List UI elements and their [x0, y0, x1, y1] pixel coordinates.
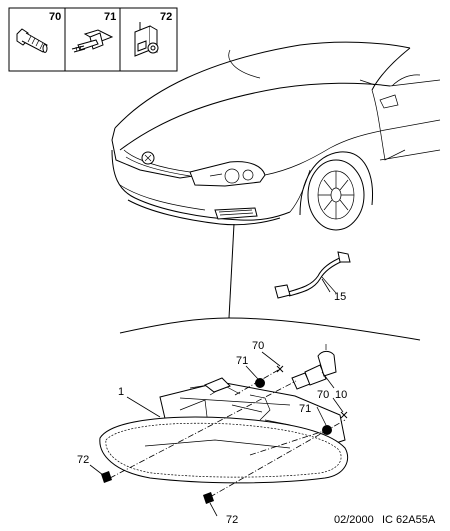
legend-ref-70: 70	[49, 11, 61, 23]
parts-legend-box: 70 71 72	[8, 7, 178, 72]
footer-code: IC 62A55A	[382, 514, 436, 526]
callout-72: 72	[226, 514, 238, 526]
front-face	[111, 127, 201, 179]
fog-lamp-aperture	[214, 207, 258, 220]
detail-leader-line	[228, 223, 235, 319]
front-wheel	[307, 159, 365, 231]
callout-70: 70	[317, 389, 329, 401]
spring-clip-icon	[134, 22, 159, 57]
hood-edge	[119, 82, 391, 151]
assembly-axis-lines	[109, 368, 346, 498]
bolt-icon	[16, 28, 48, 53]
footer-date: 02/2000	[334, 514, 374, 526]
spring-clip-icon	[101, 471, 214, 504]
callout-15: 15	[334, 291, 346, 303]
callout-1: 1	[118, 386, 124, 398]
callout-70: 70	[252, 340, 264, 352]
callout-10: 10	[335, 389, 347, 401]
lamp-lens	[99, 416, 349, 484]
bulb-icon	[291, 344, 337, 390]
fog-lamp-assembly	[99, 377, 349, 484]
callout-leaders	[89, 278, 344, 517]
front-bumper	[111, 149, 291, 221]
callout-71: 71	[236, 355, 248, 367]
callout-71: 71	[299, 403, 311, 415]
callout-72: 72	[77, 454, 89, 466]
hood-line	[114, 41, 411, 129]
headlamp	[189, 161, 266, 187]
legend-ref-72: 72	[160, 11, 172, 23]
detail-divider-arc	[119, 317, 421, 341]
legend-ref-71: 71	[104, 11, 116, 23]
wiring-harness	[274, 251, 351, 299]
clip-bolt-icon	[71, 29, 114, 53]
legend-frame	[8, 7, 178, 72]
car-illustration	[111, 41, 441, 231]
wheel-arch	[299, 151, 374, 216]
